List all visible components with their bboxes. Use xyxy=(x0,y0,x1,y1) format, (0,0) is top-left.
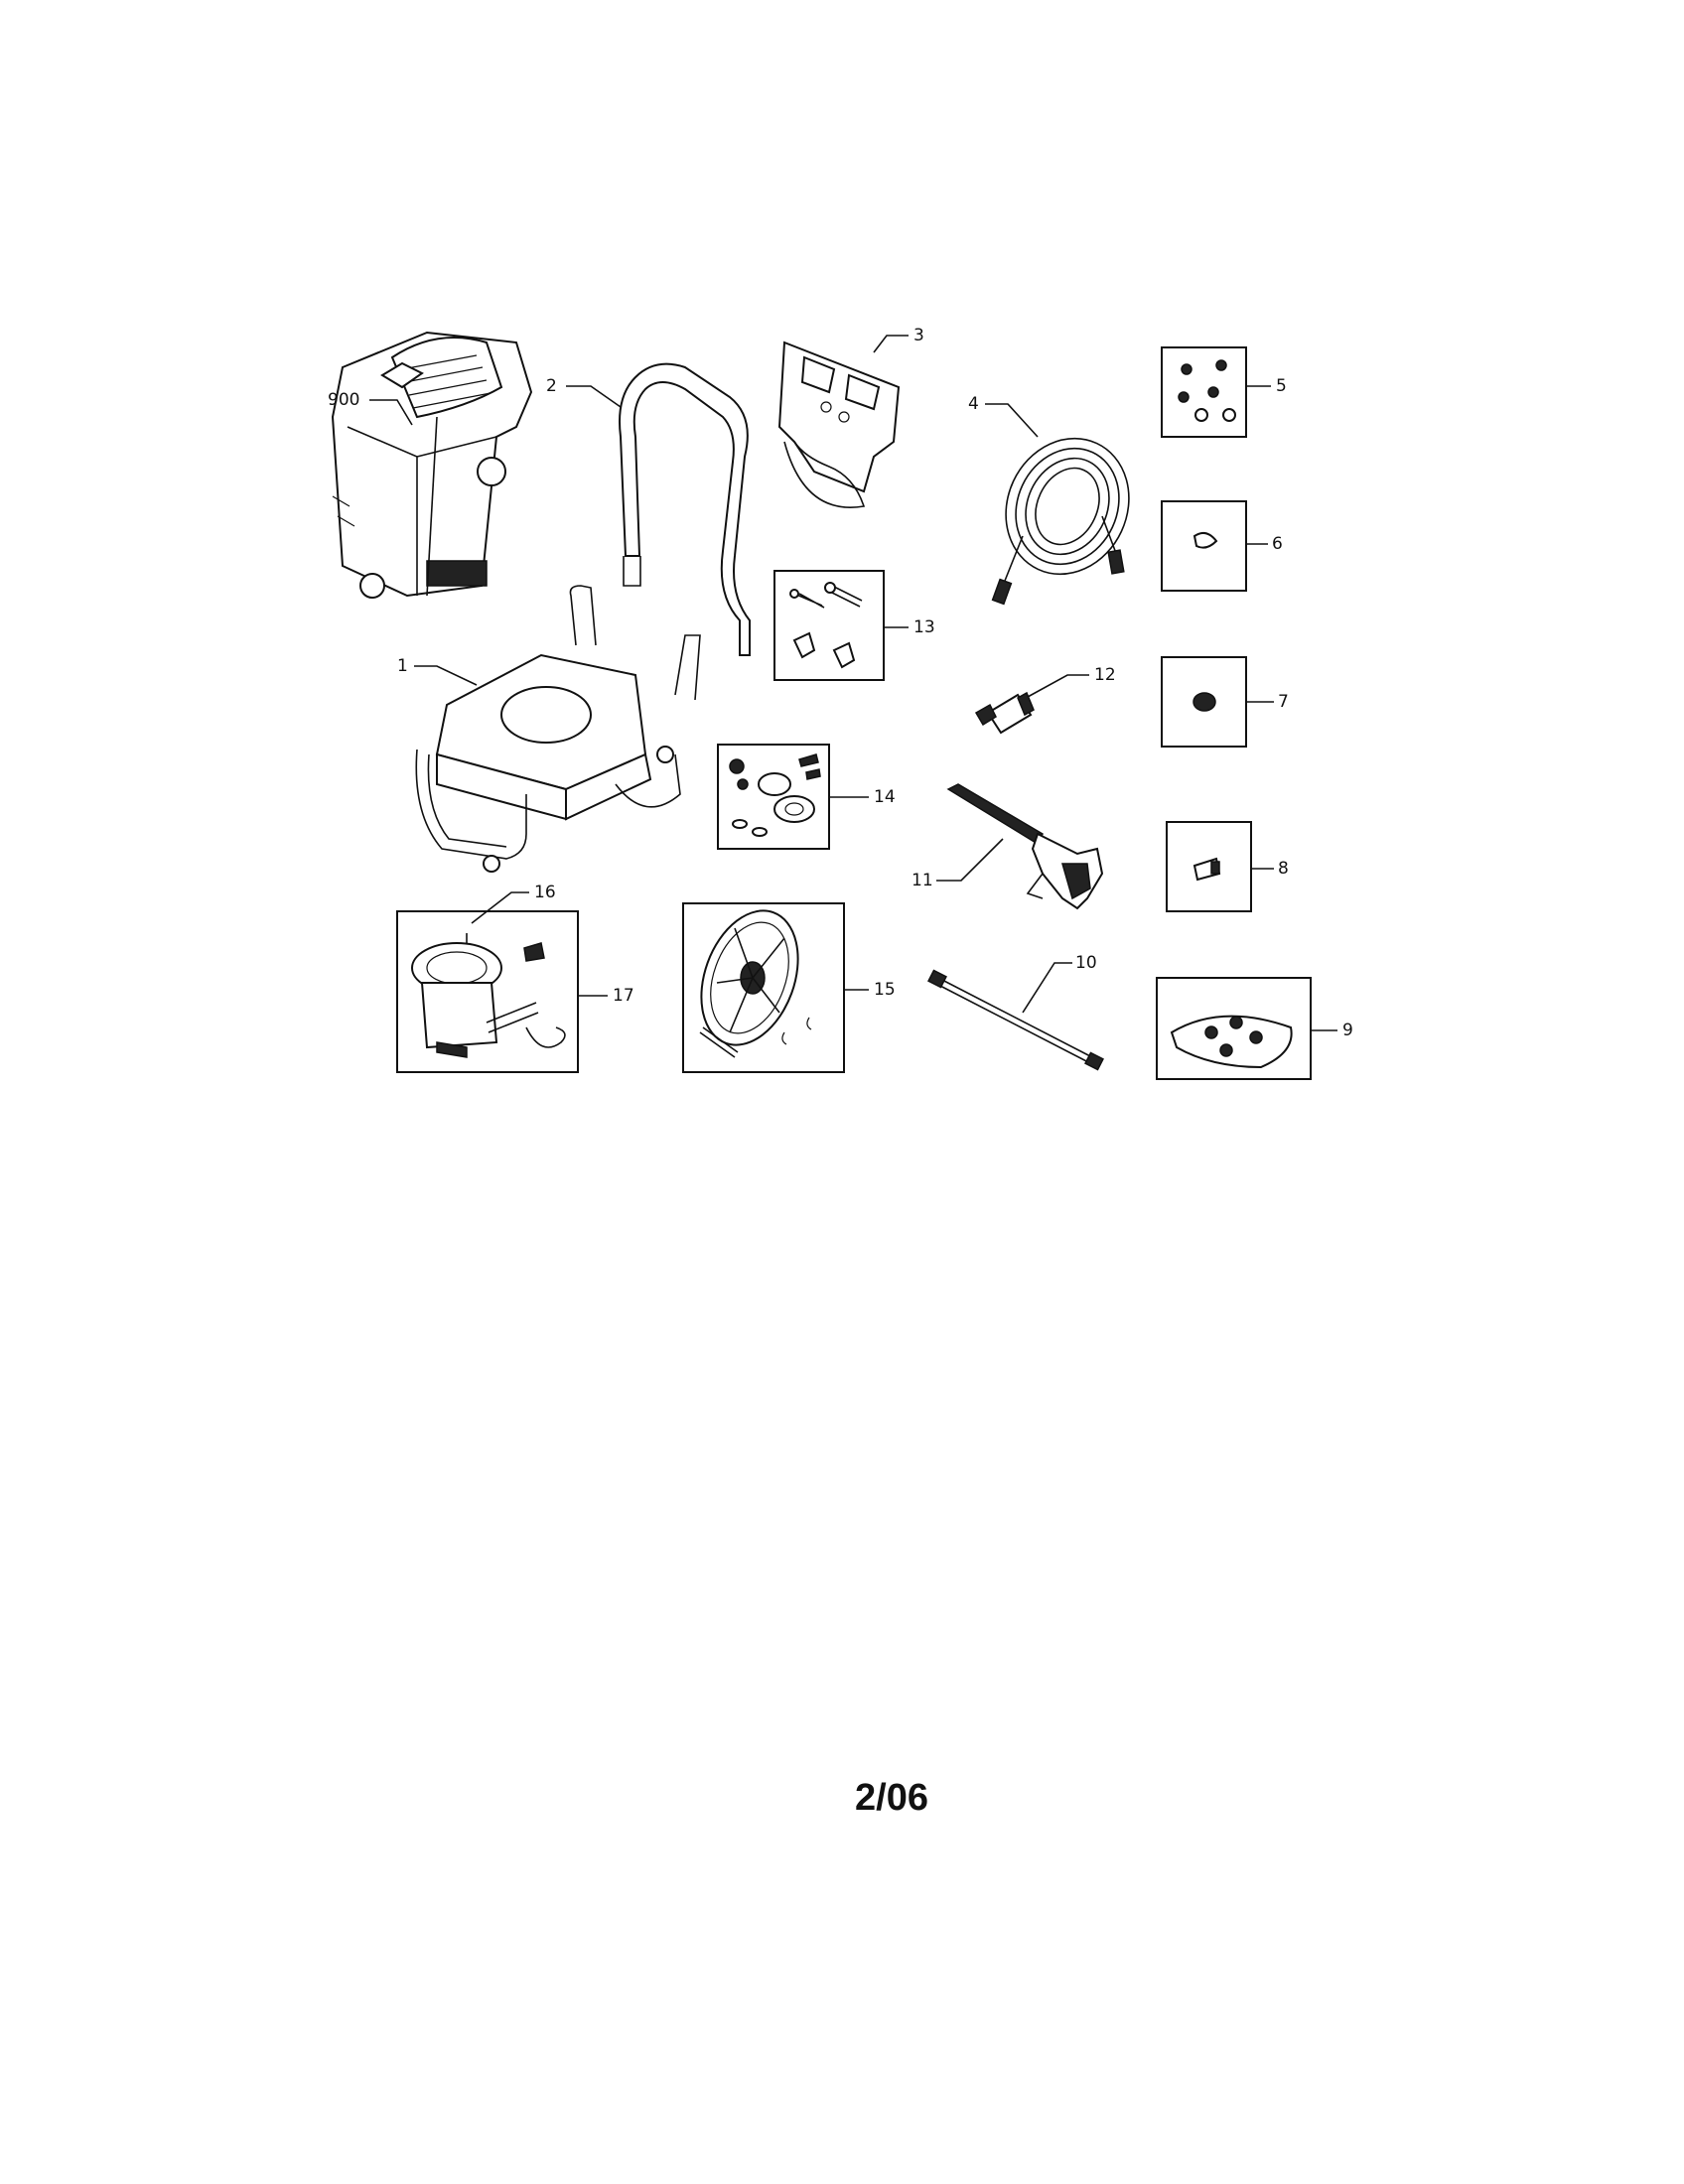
hardware-part-13: 13 xyxy=(773,570,935,681)
callout-7: 7 xyxy=(1278,692,1289,712)
nozzle-kit-part-9: 9 xyxy=(1156,977,1353,1080)
callout-3: 3 xyxy=(913,326,924,345)
callout-1: 1 xyxy=(397,656,408,676)
callout-14: 14 xyxy=(874,787,896,807)
callout-15: 15 xyxy=(874,980,896,1000)
callout-10: 10 xyxy=(1075,953,1097,973)
callout-12: 12 xyxy=(1094,665,1116,685)
bracket-part-3: 3 xyxy=(777,326,924,508)
page-footer-code: 2/06 xyxy=(855,1777,928,1819)
callout-11: 11 xyxy=(912,871,933,890)
frame-part-1: 1 xyxy=(397,585,701,873)
spray-gun-part-11: 11 xyxy=(912,783,1104,910)
callout-2: 2 xyxy=(546,376,557,396)
callout-16: 16 xyxy=(534,883,556,902)
part-8-coupler: 8 xyxy=(1166,821,1289,912)
callout-8: 8 xyxy=(1278,859,1289,879)
wheel-kit-part-15: 15 xyxy=(682,902,896,1073)
callout-900: 900 xyxy=(328,390,359,410)
part-6-clip: 6 xyxy=(1161,500,1283,592)
handle-part-2: 2 xyxy=(546,362,751,656)
callout-5: 5 xyxy=(1276,376,1287,396)
wand-part-10: 10 xyxy=(927,953,1104,1071)
hose-part-4: 4 xyxy=(968,394,1130,606)
pump-kit-part-17: 16 17 xyxy=(396,883,634,1073)
callout-9: 9 xyxy=(1342,1021,1353,1040)
callout-13: 13 xyxy=(913,617,935,637)
quick-connect-part-12: 12 xyxy=(974,665,1116,735)
callout-4: 4 xyxy=(968,394,979,414)
hardware-part-5: 5 xyxy=(1161,346,1287,438)
callout-17: 17 xyxy=(613,986,634,1006)
hardware-part-14: 14 xyxy=(717,744,896,850)
part-7-cap: 7 xyxy=(1161,656,1289,748)
engine-part-900: 900 xyxy=(328,331,533,599)
callout-6: 6 xyxy=(1272,534,1283,554)
